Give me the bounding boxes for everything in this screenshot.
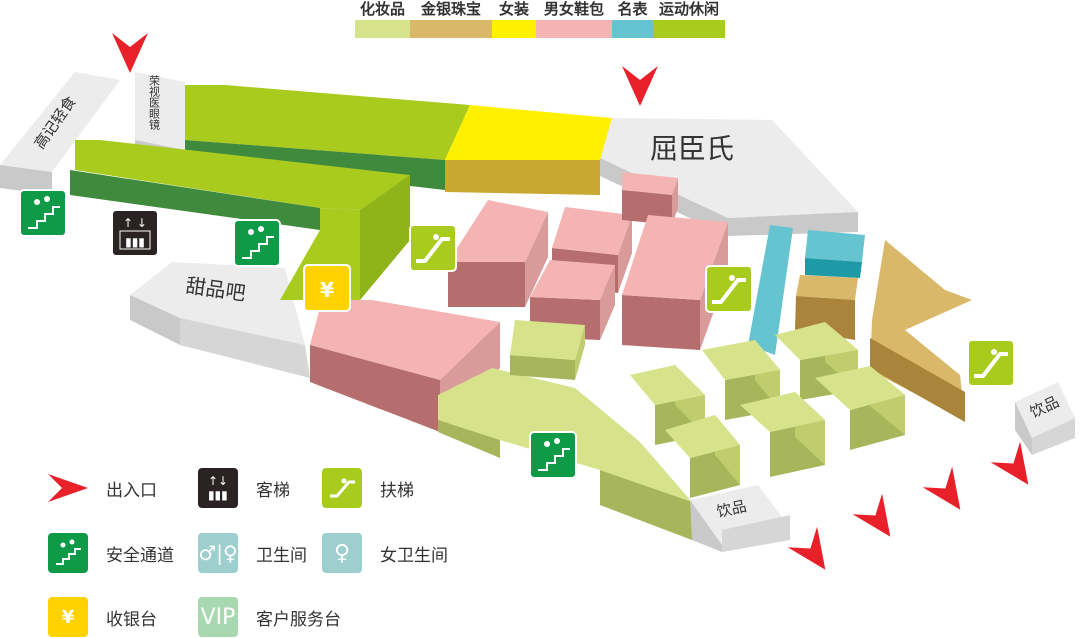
zone-watches[interactable] (748, 225, 865, 355)
legend-emergency-exit: 安全通道 (48, 533, 174, 573)
legend-elevator: ↑↓▮▮▮ 客梯 (198, 468, 290, 508)
cashier-icon: ¥ (48, 597, 88, 637)
emergency-exit-icon (48, 533, 88, 573)
entrance-arrow-icon[interactable] (787, 526, 840, 580)
store-blocks (448, 172, 905, 498)
entrance-arrow-icon[interactable] (852, 493, 905, 547)
zone-womens[interactable] (445, 105, 612, 195)
svg-text:屈臣氏: 屈臣氏 (650, 132, 734, 165)
escalator-icon[interactable] (967, 339, 1015, 387)
vip-service-icon: VIP (198, 597, 238, 637)
store-block-cosmetics[interactable] (702, 340, 780, 420)
svg-text:荣视医眼镜: 荣视医眼镜 (148, 75, 161, 131)
emergency-exit-icon[interactable] (233, 219, 281, 267)
legend-restroom: ♂|♀ 卫生间 (198, 533, 307, 573)
store-block-cosmetics[interactable] (665, 415, 740, 498)
store-block-cosmetics[interactable] (510, 320, 585, 380)
zone-jewelry[interactable] (795, 240, 972, 422)
emergency-exit-icon[interactable] (19, 189, 67, 237)
store-dessert[interactable]: 甜品吧 (130, 262, 310, 378)
category-womens: 女装 (492, 0, 536, 38)
entrance-arrow-icon[interactable] (622, 66, 658, 106)
entrance-arrow-icon[interactable] (990, 441, 1043, 495)
female-restroom-icon: ♀ (322, 533, 362, 573)
restroom-icon: ♂|♀ (198, 533, 238, 573)
category-watches: 名表 (612, 0, 653, 38)
category-sports: 运动休闲 (653, 0, 725, 38)
store-drinks-bottom[interactable]: 饮品 (690, 485, 790, 552)
category-legend: 化妆品 金银珠宝 女装 男女鞋包 名表 运动休闲 (355, 0, 725, 38)
store-watsons[interactable]: 屈臣氏 (600, 118, 858, 236)
entrance-arrow-icon (48, 474, 88, 502)
svg-text:▮▮▮: ▮▮▮ (125, 235, 145, 249)
svg-text:饮品: 饮品 (715, 497, 748, 521)
legend-cashier: ¥ 收银台 (48, 597, 157, 637)
category-jewelry: 金银珠宝 (410, 0, 492, 38)
svg-text:↑ ↓: ↑ ↓ (123, 216, 147, 230)
legend-entrance: 出入口 (48, 468, 157, 508)
legend-vip: VIP 客户服务台 (198, 597, 341, 637)
escalator-icon (322, 468, 362, 508)
entrance-arrow-icon[interactable] (112, 33, 148, 73)
escalator-icon[interactable] (705, 265, 753, 313)
category-cosmetics: 化妆品 (355, 0, 410, 38)
store-block-cosmetics[interactable] (815, 366, 905, 450)
entrance-arrow-icon[interactable] (922, 466, 975, 520)
escalator-icon[interactable] (409, 224, 457, 272)
legend-female-restroom: ♀ 女卫生间 (322, 533, 448, 573)
store-block-cosmetics[interactable] (740, 392, 825, 477)
emergency-exit-icon[interactable] (529, 431, 577, 479)
legend-escalator: 扶梯 (322, 468, 414, 508)
store-drinks-right[interactable]: 饮品 (1015, 382, 1075, 455)
elevator-icon: ↑↓▮▮▮ (198, 468, 238, 508)
store-block-shoes[interactable] (448, 200, 548, 307)
svg-text:¥: ¥ (320, 278, 334, 302)
elevator-icon[interactable]: ↑ ↓ ▮▮▮ (111, 209, 159, 257)
store-rongshi[interactable]: 荣视医眼镜 (135, 72, 185, 156)
category-shoes-bags: 男女鞋包 (536, 0, 612, 38)
cashier-icon[interactable]: ¥ (303, 264, 351, 312)
